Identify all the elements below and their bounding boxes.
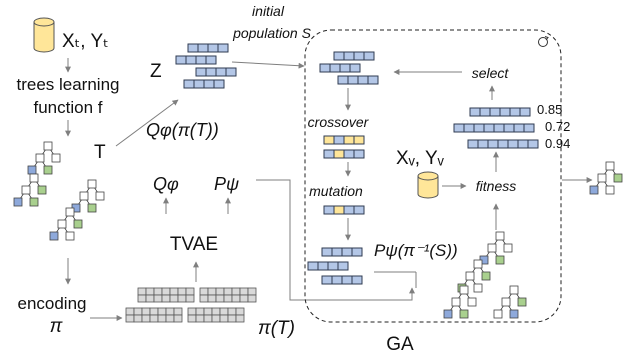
p-psi-label: Pψ (214, 174, 239, 194)
encoded-trees-grid-icon (125, 287, 257, 323)
tvae-label: TVAE (170, 234, 218, 255)
pi-t-label: π(T) (258, 318, 295, 339)
z-label: Z (150, 61, 162, 82)
initial-population-label-2: population S (232, 25, 312, 41)
t-label: T (94, 142, 106, 163)
scored-vectors-icon (453, 107, 539, 149)
crossover-vectors-icon (323, 135, 365, 159)
pi-label: π (50, 316, 64, 337)
tree-forest-t-icon (13, 141, 105, 241)
q-pi-t-label: Qφ(π(T)) (146, 120, 219, 140)
ga-loop-box (304, 29, 562, 323)
trees-learning-label-2: function f (34, 98, 103, 117)
output-tree-icon (589, 161, 623, 195)
encoding-label: encoding (17, 294, 86, 313)
mutation-label: mutation (309, 183, 363, 199)
arrow-p-to-decoded (256, 179, 415, 301)
training-database-icon (33, 17, 55, 53)
fitness-score-2: 0.72 (545, 119, 570, 134)
p-psi-inverse-label: Pψ(π⁻¹(S)) (374, 241, 458, 260)
fitness-score-3: 0.94 (545, 136, 570, 151)
loop-icon (538, 36, 549, 47)
select-label: select (472, 65, 510, 81)
validation-database-icon (417, 171, 439, 199)
fitness-label: fitness (476, 178, 516, 194)
decoded-population-icon (307, 247, 363, 285)
training-data-label: Xₜ, Yₜ (62, 31, 109, 52)
trees-learning-label-1: trees learning (16, 75, 119, 94)
validation-data-label: Xᵥ, Yᵥ (396, 148, 445, 169)
decoded-trees-icon (443, 231, 527, 319)
arrow-z-to-ga (231, 61, 305, 69)
arrow-t-to-z (115, 99, 179, 147)
fitness-score-1: 0.85 (537, 102, 562, 117)
crossover-label: crossover (308, 114, 370, 130)
population-s-icon (319, 51, 379, 85)
initial-population-label-1: initial (252, 3, 285, 19)
latent-vectors-z-icon (175, 43, 237, 89)
ga-label: GA (386, 334, 414, 355)
mutation-vector-icon (323, 205, 365, 215)
q-phi-label: Qφ (153, 174, 179, 194)
